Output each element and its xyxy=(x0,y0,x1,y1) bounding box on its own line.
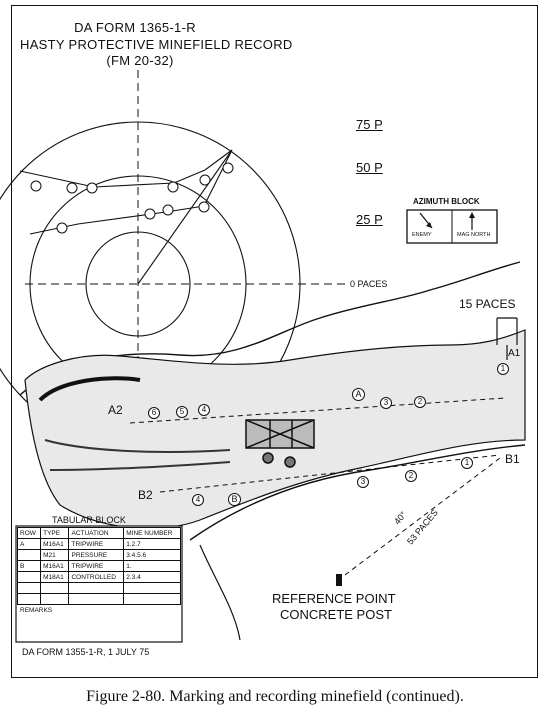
form-title: HASTY PROTECTIVE MINEFIELD RECORD xyxy=(20,37,293,52)
mine-a-5: 5 xyxy=(176,406,188,418)
mine-a-1: 1 xyxy=(497,363,509,375)
mine-b-1: 1 xyxy=(461,457,473,469)
ring-label-75: 75 P xyxy=(356,117,383,132)
mine-a-2: 2 xyxy=(414,396,426,408)
point-b1-label: B1 xyxy=(505,452,520,466)
table-row: M21 PRESSURE 3.4.5.6 xyxy=(16,549,181,561)
table-row-empty xyxy=(16,593,181,605)
cliff-edge xyxy=(199,544,241,641)
table-cell: B xyxy=(16,560,42,572)
table-cell: 3.4.5.6 xyxy=(123,549,181,561)
polar-mines xyxy=(30,162,234,234)
table-row: A M16A1 TRIPWIRE 1.2.7 xyxy=(16,538,181,550)
vegetation-dark xyxy=(38,376,141,402)
table-header-row: ROW TYPE ACTUATION MINE NUMBER xyxy=(16,527,181,539)
reference-point-label: REFERENCE POINT xyxy=(272,591,396,606)
reference-point-detail: CONCRETE POST xyxy=(280,607,392,622)
reference-post-icon xyxy=(336,574,342,586)
table-cell xyxy=(16,549,42,561)
table-cell: 1.2.7 xyxy=(123,538,181,550)
bridge-icon xyxy=(245,419,315,468)
table-cell: M16A1 xyxy=(40,560,70,572)
table-cell: PRESSURE xyxy=(68,549,125,561)
table-cell xyxy=(16,571,42,583)
tabular-block-title: TABULAR BLOCK xyxy=(52,515,126,525)
point-b2-label: B2 xyxy=(138,488,153,502)
azimuth-block xyxy=(406,209,498,244)
reference-distance-line xyxy=(344,457,501,576)
row-a-marker: A xyxy=(352,388,365,401)
form-number: DA FORM 1365-1-R xyxy=(74,20,196,35)
point-a1-label: A1 xyxy=(508,348,521,359)
row-b-polyline xyxy=(29,149,233,235)
paces-label: 15 PACES xyxy=(459,297,516,311)
paces-marker xyxy=(496,317,518,360)
bearing-to-a1 xyxy=(137,149,233,285)
table-header: ACTUATION xyxy=(68,527,125,539)
ring-label-zero: 0 PACES xyxy=(350,279,388,289)
mine-a-4: 4 xyxy=(198,404,210,416)
figure-caption: Figure 2-80. Marking and recording minef… xyxy=(86,688,464,705)
ring-label-25: 25 P xyxy=(356,212,383,227)
table-cell: TRIPWIRE xyxy=(68,538,125,550)
mine-b-2: 2 xyxy=(405,470,417,482)
tabular-footer: DA FORM 1355-1-R, 1 JULY 75 xyxy=(22,647,150,657)
form-reference: (FM 20-32) xyxy=(106,53,174,68)
mine-a-6: 6 xyxy=(148,407,160,419)
table-cell: 2.3.4 xyxy=(123,571,181,583)
point-a2-label: A2 xyxy=(108,403,123,417)
table-cell: CONTROLLED xyxy=(68,571,125,583)
azimuth-mag-north: MAG NORTH xyxy=(457,232,491,238)
table-cell: M21 xyxy=(40,549,70,561)
valley-line xyxy=(189,444,526,541)
table-cell: 1. xyxy=(123,560,181,572)
mine-b-3: 3 xyxy=(357,476,369,488)
table-cell: M16A1 xyxy=(40,538,70,550)
table-header: ROW xyxy=(16,527,42,539)
table-cell: M18A1 xyxy=(40,571,70,583)
azimuth-enemy: ENEMY xyxy=(412,232,432,238)
bearing-lines xyxy=(19,149,233,285)
road-edge xyxy=(44,439,231,453)
table-row-empty xyxy=(16,582,181,594)
table-cell: TRIPWIRE xyxy=(68,560,125,572)
ring-label-50: 50 P xyxy=(356,160,383,175)
mine-a-3: 3 xyxy=(380,397,392,409)
table-header: TYPE xyxy=(40,527,70,539)
tabular-remarks: REMARKS xyxy=(20,607,53,614)
row-b-marker: B xyxy=(228,493,241,506)
mine-b-4: 4 xyxy=(192,494,204,506)
row-b-line xyxy=(159,454,501,493)
table-header: MINE NUMBER xyxy=(123,527,181,539)
tabular-block-table: ROW TYPE ACTUATION MINE NUMBER A M16A1 T… xyxy=(16,527,181,605)
azimuth-block-title: AZIMUTH BLOCK xyxy=(413,197,480,206)
table-cell: A xyxy=(16,538,42,550)
road-edge-lower xyxy=(49,461,231,471)
table-row: B M16A1 TRIPWIRE 1. xyxy=(16,560,181,572)
table-row: M18A1 CONTROLLED 2.3.4 xyxy=(16,571,181,583)
